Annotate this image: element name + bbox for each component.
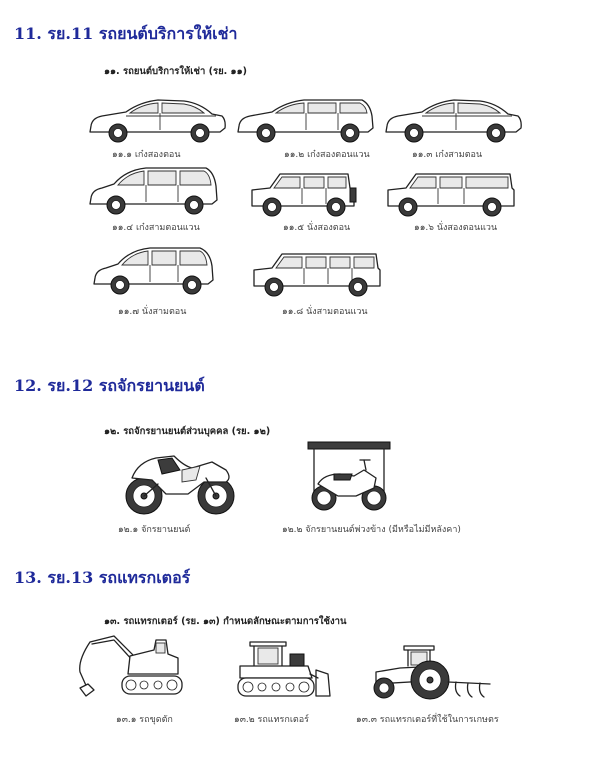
section-11-heading: 11. รย.11 รถยนต์บริการให้เช่า xyxy=(14,24,238,43)
sedan-car-icon xyxy=(384,96,524,144)
van-car-icon xyxy=(88,164,220,216)
caption-11-4: ๑๑.๔ เก๋งสามตอนแวน xyxy=(112,223,200,233)
section-12-heading: 12. รย.12 รถจักรยานยนต์ xyxy=(14,376,205,395)
suv-van-icon xyxy=(386,168,516,220)
excavator-icon xyxy=(74,632,186,702)
caption-11-7: ๑๑.๗ นั่งสามตอน xyxy=(118,307,187,317)
suv-car-icon xyxy=(250,168,358,220)
roofed-motorcycle-icon xyxy=(304,440,394,516)
caption-12-1: ๑๒.๑ จักรยานยนต์ xyxy=(118,525,191,535)
caption-13-1: ๑๓.๑ รถขุดตัก xyxy=(116,715,173,725)
minivan-icon xyxy=(92,244,216,296)
section-12-subheading: ๑๒. รถจักรยานยนต์ส่วนบุคคล (รย. ๑๒) xyxy=(104,426,271,437)
caption-13-2: ๑๓.๒ รถแทรกเตอร์ xyxy=(234,715,309,725)
caption-11-8: ๑๑.๘ นั่งสามตอนแวน xyxy=(282,307,368,317)
caption-11-5: ๑๑.๕ นั่งสองตอน xyxy=(283,223,351,233)
sedan-car-icon xyxy=(88,96,228,144)
caption-11-1: ๑๑.๑ เก๋งสองตอน xyxy=(112,150,181,160)
caption-13-3: ๑๓.๓ รถแทรกเตอร์ที่ใช้ในการเกษตร xyxy=(356,715,499,725)
caption-12-2: ๑๒.๒ จักรยานยนต์พ่วงข้าง (มีหรือไม่มีหลั… xyxy=(282,525,461,535)
sport-motorcycle-icon xyxy=(122,448,238,518)
farm-tractor-icon xyxy=(370,644,494,702)
wagon-car-icon xyxy=(236,96,376,144)
bulldozer-icon xyxy=(232,640,332,702)
section-11-subheading: ๑๑. รถยนต์บริการให้เช่า (รย. ๑๑) xyxy=(104,66,247,77)
section-13-heading: 13. รย.13 รถแทรกเตอร์ xyxy=(14,568,191,587)
caption-11-3: ๑๑.๓ เก๋งสามตอน xyxy=(412,150,483,160)
caption-11-6: ๑๑.๖ นั่งสองตอนแวน xyxy=(414,223,498,233)
caption-11-2: ๑๑.๒ เก๋งสองตอนแวน xyxy=(284,150,370,160)
section-13-subheading: ๑๓. รถแทรกเตอร์ (รย. ๑๓) กำหนดลักษณะตามก… xyxy=(104,616,347,627)
long-suv-icon xyxy=(252,248,382,300)
